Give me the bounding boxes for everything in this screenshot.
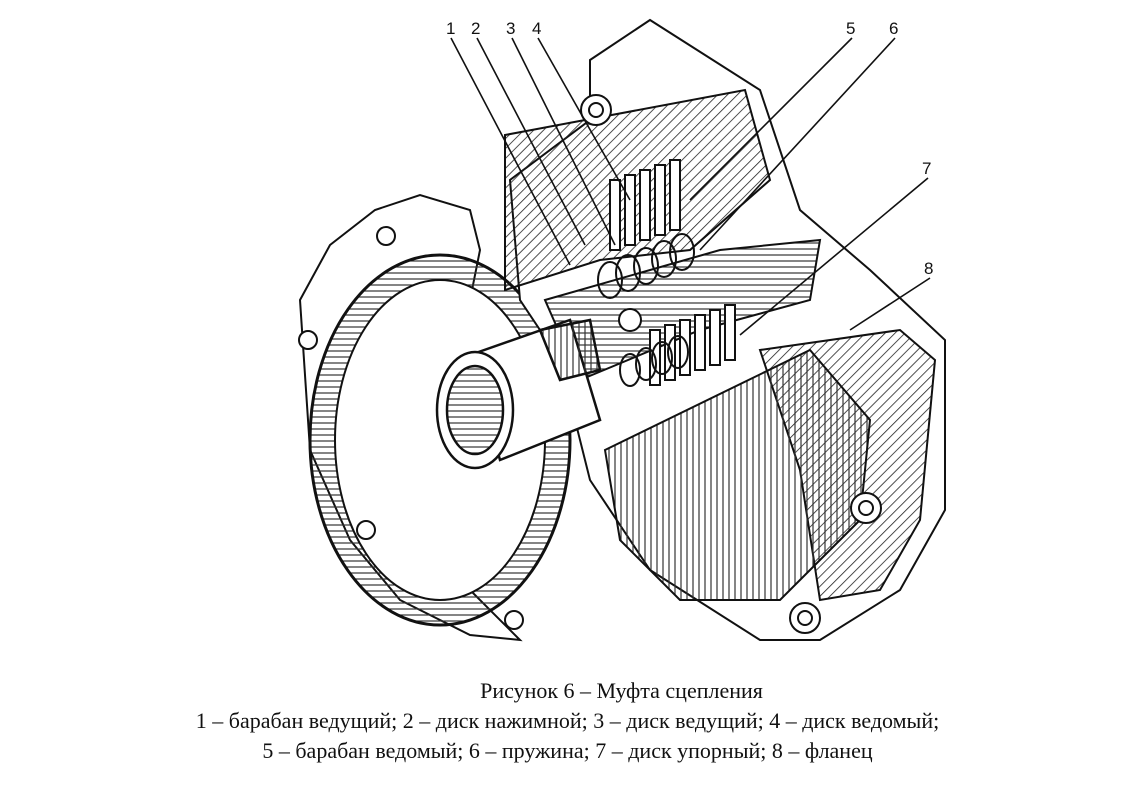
leader-lines [450, 37, 931, 336]
callout-8: 8 [924, 259, 933, 278]
callout-7: 7 [922, 159, 931, 178]
callout-numbers: 1 2 3 4 5 6 7 8 [446, 19, 933, 278]
input-shaft [435, 318, 602, 470]
callout-1: 1 [446, 19, 455, 38]
figure-caption: Рисунок 6 – Муфта сцепления 1 – барабан … [0, 676, 1135, 766]
legend-line-2: 5 – барабан ведомый; 6 – пружина; 7 – ди… [262, 738, 873, 763]
callout-4: 4 [532, 19, 541, 38]
bolts [580, 94, 882, 634]
callout-2: 2 [471, 19, 480, 38]
callout-5: 5 [846, 19, 855, 38]
springs [597, 233, 695, 387]
callout-6: 6 [889, 19, 898, 38]
callout-3: 3 [506, 19, 515, 38]
clutch-cutaway-drawing: 1 2 3 4 5 6 7 8 [298, 18, 946, 642]
legend-line-1: 1 – барабан ведущий; 2 – диск нажимной; … [195, 708, 940, 733]
caption-title: Рисунок 6 – Муфта сцепления [480, 678, 763, 703]
